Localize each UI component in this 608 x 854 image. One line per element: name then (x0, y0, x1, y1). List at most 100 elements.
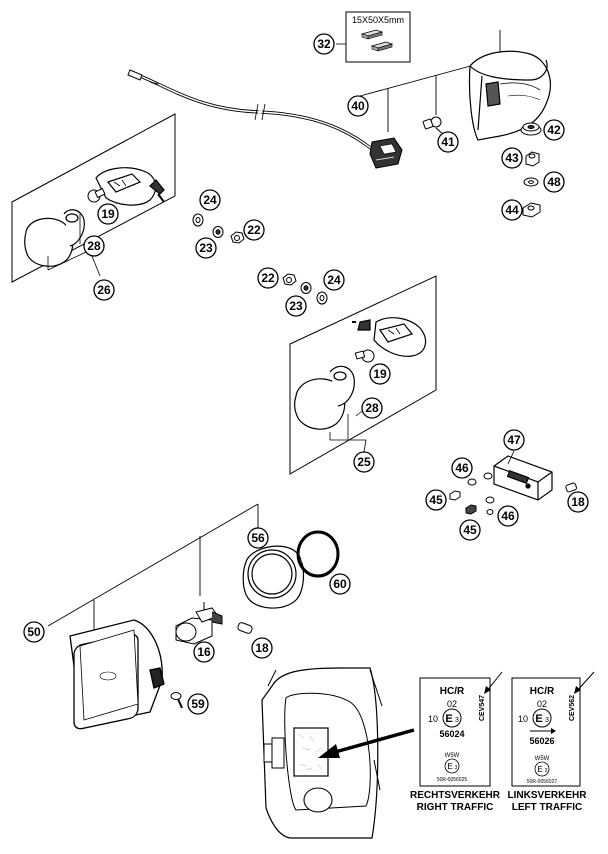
callout-48: 48 (543, 171, 565, 193)
callout-56: 56 (247, 527, 269, 549)
svg-text:47: 47 (507, 433, 521, 447)
svg-text:23: 23 (199, 241, 213, 255)
callout-23b: 23 (285, 295, 307, 317)
plate-left-w5w: W5W (535, 756, 550, 762)
direction-arrow-icon (530, 728, 556, 734)
svg-text:42: 42 (547, 123, 561, 137)
callout-16: 16 (193, 641, 215, 663)
plate-left-prefix: 10 (518, 714, 528, 724)
svg-text:24: 24 (327, 273, 341, 287)
indicator-bulb-19a-icon (87, 187, 106, 203)
callout-44: 44 (501, 199, 523, 221)
indicator-housing-26 (95, 167, 165, 206)
kit-box: 15X50X5mm (345, 11, 411, 63)
small-bulb-18a-icon (565, 482, 578, 493)
headlight-housing (69, 619, 165, 730)
svg-text:19: 19 (101, 207, 115, 221)
indicator-lens-26 (24, 209, 85, 267)
svg-text:25: 25 (357, 455, 371, 469)
plate-left-approval: 56026 (529, 736, 554, 746)
kit-label: 15X50X5mm (352, 15, 404, 25)
plate-left-esub2: 3 (545, 768, 548, 774)
inset-view (261, 667, 383, 839)
callout-24b: 24 (323, 269, 345, 291)
plate-left-hcr: HC/R (530, 686, 555, 697)
callout-59: 59 (187, 693, 209, 715)
svg-text:19: 19 (373, 367, 387, 381)
callout-22a: 22 (243, 219, 265, 241)
svg-text:56: 56 (251, 531, 265, 545)
svg-text:40: 40 (351, 99, 365, 113)
callout-50: 50 (23, 621, 45, 643)
callout-47: 47 (503, 429, 525, 451)
indicator-housing-25 (352, 317, 427, 357)
small-bulb-18b-icon (237, 622, 253, 634)
foam-pads-icon (360, 29, 394, 52)
svg-text:41: 41 (441, 135, 455, 149)
callout-23a: 23 (195, 237, 217, 259)
callout-24a: 24 (199, 189, 221, 211)
callout-28a: 28 (83, 235, 105, 257)
indicator-bulb-19b-icon (354, 349, 375, 363)
svg-text:28: 28 (365, 401, 379, 415)
svg-text:45: 45 (429, 493, 443, 507)
callout-45b: 45 (459, 519, 481, 541)
nut-22a (230, 231, 245, 244)
plate-right-w5w: W5W (445, 753, 460, 759)
nut-45b (465, 504, 477, 515)
callout-18a: 18 (567, 491, 589, 513)
svg-text:44: 44 (505, 203, 519, 217)
plate-right: HC/R 02 10 E 3 56024 CEV547 W5W E 3 50R-… (419, 671, 503, 787)
o-ring-60 (296, 530, 340, 578)
callout-22b: 22 (257, 267, 279, 289)
caption-right-en: RIGHT TRAFFIC (416, 802, 494, 813)
plate-right-hcr: HC/R (440, 686, 465, 697)
headlight-mask (468, 50, 551, 141)
callouts: 32 40 41 42 43 48 44 19 28 26 24 23 22 2… (23, 33, 589, 715)
caption-left-de: LINKSVERKEHR (507, 790, 587, 801)
plate-right-02: 02 (447, 699, 457, 709)
plate-left-esub: 3 (545, 717, 549, 724)
svg-text:43: 43 (505, 151, 519, 165)
caption-right-de: RECHTSVERKEHR (409, 790, 500, 801)
pointer-arrow (318, 728, 415, 758)
bulb-41-icon (422, 116, 445, 136)
callout-40: 40 (347, 95, 369, 117)
rubber-grommet-42 (520, 122, 542, 136)
callout-32: 32 (313, 33, 335, 55)
washer-48 (523, 177, 539, 187)
plate-right-emark2: E (447, 762, 452, 771)
plate-left-small: 50R-0056027 (527, 779, 558, 785)
svg-text:50: 50 (27, 625, 41, 639)
callout-25: 25 (353, 451, 375, 473)
svg-text:22: 22 (261, 271, 275, 285)
screw-59-icon (170, 692, 183, 709)
connector-socket (369, 137, 403, 169)
plate-right-esub2: 3 (455, 765, 458, 771)
callout-41: 41 (437, 131, 459, 153)
callout-42: 42 (543, 119, 565, 141)
callout-19a: 19 (97, 203, 119, 225)
callout-26: 26 (93, 279, 115, 301)
callout-43: 43 (501, 147, 523, 169)
svg-text:18: 18 (571, 495, 585, 509)
callout-45a: 45 (425, 489, 447, 511)
washer-23a (212, 226, 224, 238)
svg-text:45: 45 (463, 523, 477, 537)
plate-left: HC/R 02 10 E 3 56026 CEV562 W5W E 3 50R-… (511, 671, 595, 787)
svg-text:28: 28 (87, 239, 101, 253)
callout-28b: 28 (361, 397, 383, 419)
nut-43 (525, 151, 540, 167)
svg-text:48: 48 (547, 175, 561, 189)
callout-19b: 19 (369, 363, 391, 385)
plate-left-code: CEV562 (569, 695, 576, 721)
h4-bulb-16-icon (175, 602, 223, 645)
svg-text:18: 18 (255, 641, 269, 655)
plate-right-approval: 56024 (439, 729, 464, 739)
washer-24a (192, 213, 204, 227)
caption-left-en: LEFT TRAFFIC (511, 802, 583, 813)
washers-46a (467, 472, 493, 486)
nut-44 (522, 202, 541, 218)
svg-text:23: 23 (289, 299, 303, 313)
